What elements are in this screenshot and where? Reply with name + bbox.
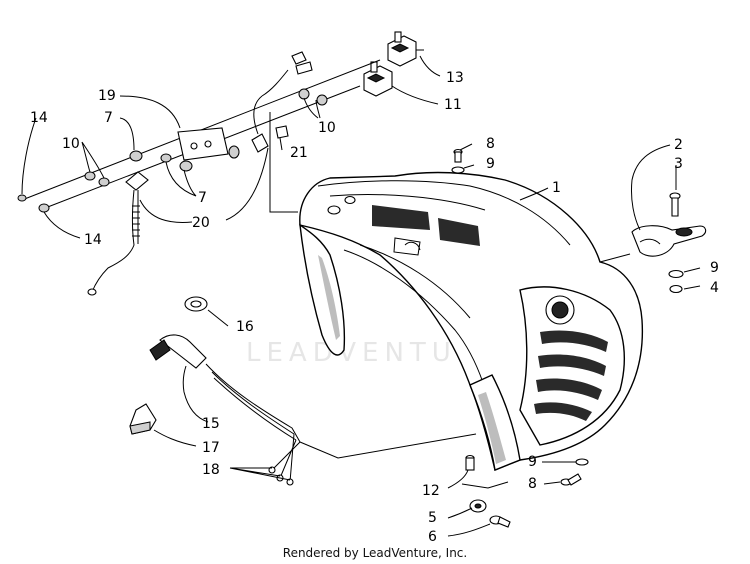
callout-8-top: 8: [486, 136, 495, 152]
callout-labels: 1 2 3 4 5 6 7 7 8 8 9 9 9 10 10 11 12 13…: [30, 70, 719, 545]
toggle-switch-13: [387, 31, 424, 67]
callout-leaders: [21, 55, 701, 537]
screw-8-top: [453, 148, 463, 163]
screw-8-bottom: [560, 473, 582, 486]
leader-switch-to-hood: [269, 112, 298, 213]
washer-9-right: [668, 269, 684, 279]
toggle-switch-11: [363, 61, 393, 97]
wire-connector: [261, 51, 313, 97]
callout-4: 4: [710, 280, 719, 296]
switch-shaft-assembly: [17, 59, 381, 296]
hood-console: [299, 171, 644, 471]
callout-21: 21: [290, 145, 308, 161]
callout-15: 15: [202, 416, 220, 432]
callout-8-bottom: 8: [528, 476, 537, 492]
stud-12: [465, 454, 475, 471]
bolt-6: [489, 515, 511, 528]
callout-12: 12: [422, 483, 440, 499]
leader-bracket-to-hood: [599, 253, 631, 263]
callout-11: 11: [444, 97, 462, 113]
washer-9-top: [451, 166, 465, 174]
callout-9-right: 9: [710, 260, 719, 276]
grommet-5: [469, 499, 487, 513]
washer-9-bottom: [575, 458, 589, 466]
callout-16: 16: [236, 319, 254, 335]
callout-5: 5: [428, 510, 437, 526]
callout-7-top: 7: [104, 110, 113, 126]
callout-9-top: 9: [486, 156, 495, 172]
callout-20: 20: [192, 215, 210, 231]
dashed-link-12: [461, 481, 509, 489]
leader-cable-to-hood: [299, 433, 477, 459]
mounting-bracket: [631, 225, 707, 257]
callout-2: 2: [674, 137, 683, 153]
callout-6: 6: [428, 529, 437, 545]
footer-credit: Rendered by LeadVenture, Inc.: [282, 546, 468, 560]
callout-17: 17: [202, 440, 220, 456]
callout-1: 1: [552, 180, 561, 196]
callout-10-right: 10: [318, 120, 336, 136]
callout-7-bottom: 7: [198, 190, 207, 206]
choke-cable-assembly: [129, 296, 301, 486]
callout-9-bottom: 9: [528, 454, 537, 470]
nut-4: [669, 284, 683, 294]
callout-13: 13: [446, 70, 464, 86]
callout-3: 3: [674, 156, 683, 172]
callout-19: 19: [98, 88, 116, 104]
screw-3: [669, 192, 681, 217]
callout-14-bottom: 14: [84, 232, 102, 248]
callout-18: 18: [202, 462, 220, 478]
callout-14-top: 14: [30, 110, 48, 126]
callout-10-left: 10: [62, 136, 80, 152]
